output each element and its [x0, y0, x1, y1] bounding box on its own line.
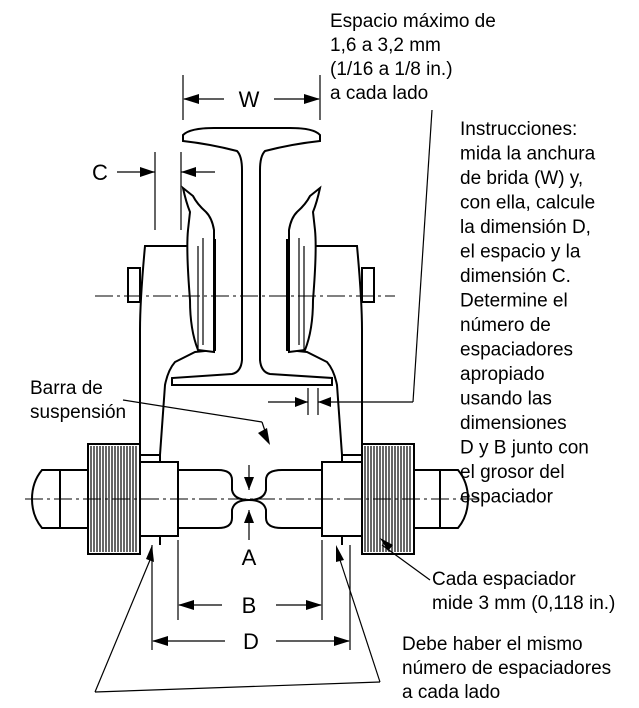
dimension-w: W	[182, 75, 321, 120]
gap_note-line: (1/16 a 1/8 in.)	[330, 59, 453, 80]
dimension-b: B	[177, 540, 323, 620]
spacer-line: mide 3 mm (0,118 in.)	[432, 593, 615, 614]
dimension-d-label: D	[243, 629, 259, 654]
instructions-line: dimensiones	[460, 413, 567, 434]
equal-spacers-note: Debe haber el mismo número de espaciadore…	[402, 634, 611, 703]
instructions-line: Determine el	[460, 291, 568, 312]
dimension-d: D	[151, 545, 351, 654]
equal-line: a cada lado	[402, 682, 500, 703]
instructions-line: espaciadores	[460, 340, 573, 361]
gap-indicator	[268, 109, 433, 415]
bar-line: suspensión	[30, 402, 126, 423]
instructions-line: dimensión C.	[460, 266, 571, 287]
gap_note-line: a cada lado	[330, 83, 428, 104]
bar-label: Barra de suspensión	[30, 378, 126, 423]
equal-line: Debe haber el mismo	[402, 634, 583, 655]
dimension-c: C	[92, 152, 215, 230]
dimension-b-label: B	[242, 593, 257, 618]
right-wheel-assembly	[286, 185, 375, 545]
instructions-note: Instrucciones: mida la anchura de brida (W…	[460, 119, 596, 508]
instructions-line: espaciador	[460, 487, 554, 508]
dimension-c-label: C	[92, 160, 108, 185]
instructions-line: de brida (W) y,	[460, 168, 583, 189]
dimension-a-label: A	[242, 545, 257, 570]
instructions-line: la dimensión D,	[460, 217, 591, 238]
instructions-line: el espacio y la	[460, 242, 581, 263]
dimension-a: A	[242, 465, 257, 570]
leader-lines	[94, 399, 431, 693]
instructions-line: apropiado	[460, 364, 545, 385]
equal-line: número de espaciadores	[402, 658, 611, 679]
bar-line: Barra de	[30, 378, 103, 399]
instructions-line: el grosor del	[460, 462, 565, 483]
i-beam	[171, 127, 333, 386]
instructions-line: D y B junto con	[460, 438, 589, 459]
instructions-line: usando las	[460, 389, 552, 410]
instructions-line: Instrucciones:	[460, 119, 577, 140]
instructions-line: número de	[460, 315, 551, 336]
spacer-note: Cada espaciador mide 3 mm (0,118 in.)	[432, 569, 615, 614]
spacer-line: Cada espaciador	[432, 569, 576, 590]
dimension-w-label: W	[239, 87, 260, 112]
instructions-line: mida la anchura	[460, 144, 596, 165]
gap_note-line: 1,6 a 3,2 mm	[330, 35, 441, 56]
gap_note-line: Espacio máximo de	[330, 11, 496, 32]
gap-note: Espacio máximo de 1,6 a 3,2 mm (1/16 a 1/8…	[330, 11, 496, 104]
instructions-line: con ella, calcule	[460, 193, 595, 214]
